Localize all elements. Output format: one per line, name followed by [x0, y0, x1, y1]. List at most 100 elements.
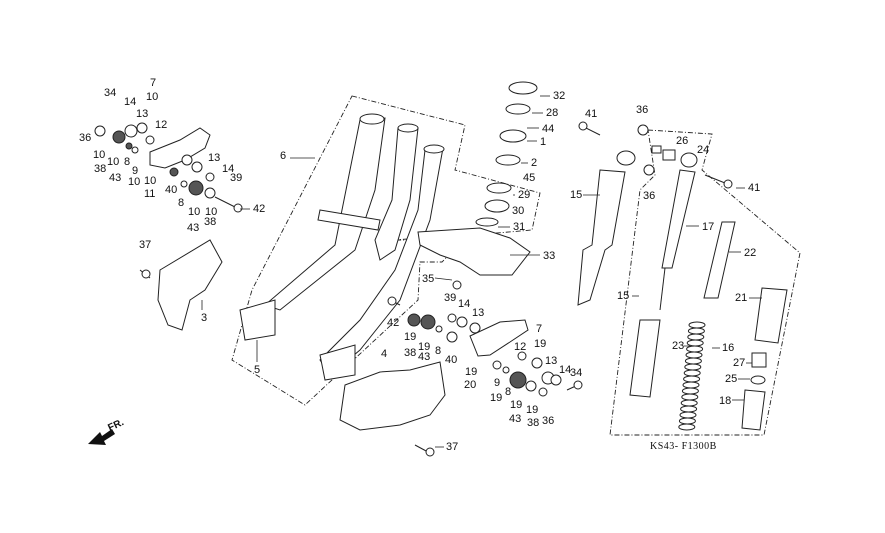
- spring-coil: [684, 363, 702, 371]
- part-number-label: 3: [201, 312, 208, 324]
- part-number-label: 36: [542, 415, 555, 427]
- part-number-label: 34: [104, 87, 117, 99]
- part-number-label: 26: [676, 135, 689, 147]
- part-number-label: 36: [643, 190, 656, 202]
- part-number-label: 41: [585, 108, 598, 120]
- suspension-arm-upper: [149, 127, 211, 169]
- part-number-label: 45: [523, 172, 536, 184]
- part-number-label: 14: [222, 163, 235, 175]
- bolts: [139, 121, 733, 457]
- part-number-label: 43: [187, 222, 200, 234]
- bushing: [751, 352, 767, 368]
- part-number-label: 10: [188, 206, 201, 218]
- part-number-label: 42: [387, 317, 400, 329]
- spring-coil: [688, 321, 706, 329]
- part-number-label: 19: [418, 341, 431, 353]
- part-number-label: 24: [697, 144, 710, 156]
- part-number-label: 14: [458, 298, 471, 310]
- part-number-label: 19: [490, 392, 503, 404]
- part-number-label: 18: [719, 395, 732, 407]
- coil-spring: [678, 321, 706, 431]
- part-number-label: 30: [512, 205, 525, 217]
- part-number-label: 32: [553, 90, 566, 102]
- shock-absorber: [577, 150, 636, 306]
- part-number-label: 10: [128, 176, 141, 188]
- part-number-label: 33: [543, 250, 556, 262]
- part-number-label: 14: [124, 96, 137, 108]
- part-number-label: 38: [94, 163, 107, 175]
- part-number-label: 19: [526, 404, 539, 416]
- part-number-label: 20: [464, 379, 477, 391]
- part-number-label: 43: [109, 172, 122, 184]
- spring-coil: [680, 399, 698, 407]
- part-number-label: 41: [748, 182, 761, 194]
- part-number-label: 39: [230, 172, 243, 184]
- spring-coil: [686, 339, 704, 347]
- part-number-label: 13: [472, 307, 485, 319]
- part-number-label: 28: [546, 107, 559, 119]
- part-number-label: 19: [404, 331, 417, 343]
- part-number-label: 2: [531, 157, 538, 169]
- part-number-label: 15: [617, 290, 630, 302]
- damper-rod: [659, 152, 698, 311]
- part-number-label: 10: [144, 175, 157, 187]
- spring-coil: [685, 351, 703, 359]
- front-direction-arrow-icon: [88, 429, 115, 445]
- part-number-label: 1: [540, 136, 547, 148]
- part-number-label: 36: [79, 132, 92, 144]
- part-number-label: 16: [722, 342, 735, 354]
- part-number-label: 37: [139, 239, 152, 251]
- part-number-label: 15: [570, 189, 583, 201]
- spring-coil: [678, 417, 696, 425]
- spring-coil: [678, 423, 696, 431]
- part-number-label: 35: [422, 273, 435, 285]
- part-number-label: 10: [146, 91, 159, 103]
- spring-coil: [687, 327, 705, 335]
- part-number-label: 10: [93, 149, 106, 161]
- part-number-label: 37: [446, 441, 459, 453]
- spring-coil: [681, 393, 699, 401]
- part-number-label: 42: [253, 203, 266, 215]
- diagram-code: KS43- F1300B: [650, 441, 717, 452]
- part-number-label: 22: [744, 247, 757, 259]
- part-number-label: 23: [672, 340, 685, 352]
- part-number-label: 8: [178, 197, 185, 209]
- spring-coil: [679, 411, 697, 419]
- part-number-label: 9: [132, 165, 139, 177]
- spring-coil: [687, 333, 705, 341]
- spring-coil: [683, 369, 701, 377]
- dust-cover: [754, 287, 788, 344]
- part-number-label: 12: [514, 341, 527, 353]
- bearings-lower-center: [407, 313, 562, 397]
- part-number-label: 38: [204, 216, 217, 228]
- spring-guide-tube: [703, 221, 736, 299]
- spring-coil: [686, 345, 704, 353]
- part-number-label: 14: [559, 364, 572, 376]
- part-number-label: 39: [444, 292, 457, 304]
- part-number-label: 44: [542, 123, 555, 135]
- spring-coil: [680, 405, 698, 413]
- suspension-arm-lower: [469, 319, 529, 357]
- part-number-label: 19: [510, 399, 523, 411]
- part-number-label: 21: [735, 292, 748, 304]
- part-number-label: 38: [404, 347, 417, 359]
- part-number-label: 13: [136, 108, 149, 120]
- bearings-upper-left: [94, 122, 216, 199]
- spring-coil: [682, 381, 700, 389]
- part-number-label: 8: [124, 156, 131, 168]
- part-number-label: 8: [435, 345, 442, 357]
- part-number-label: 31: [513, 221, 526, 233]
- part-number-label: 7: [536, 323, 543, 335]
- part-number-label: 13: [545, 355, 558, 367]
- spring-coil: [683, 375, 701, 383]
- part-number-label: 34: [570, 367, 583, 379]
- spring-coil: [681, 387, 699, 395]
- spring-coil: [684, 357, 702, 365]
- part-number-label: 10: [205, 206, 218, 218]
- part-number-label: 19: [534, 338, 547, 350]
- fork-guard-left: [157, 239, 223, 331]
- lower-cover: [339, 361, 446, 431]
- part-number-label: 27: [733, 357, 746, 369]
- part-number-label: 17: [702, 221, 715, 233]
